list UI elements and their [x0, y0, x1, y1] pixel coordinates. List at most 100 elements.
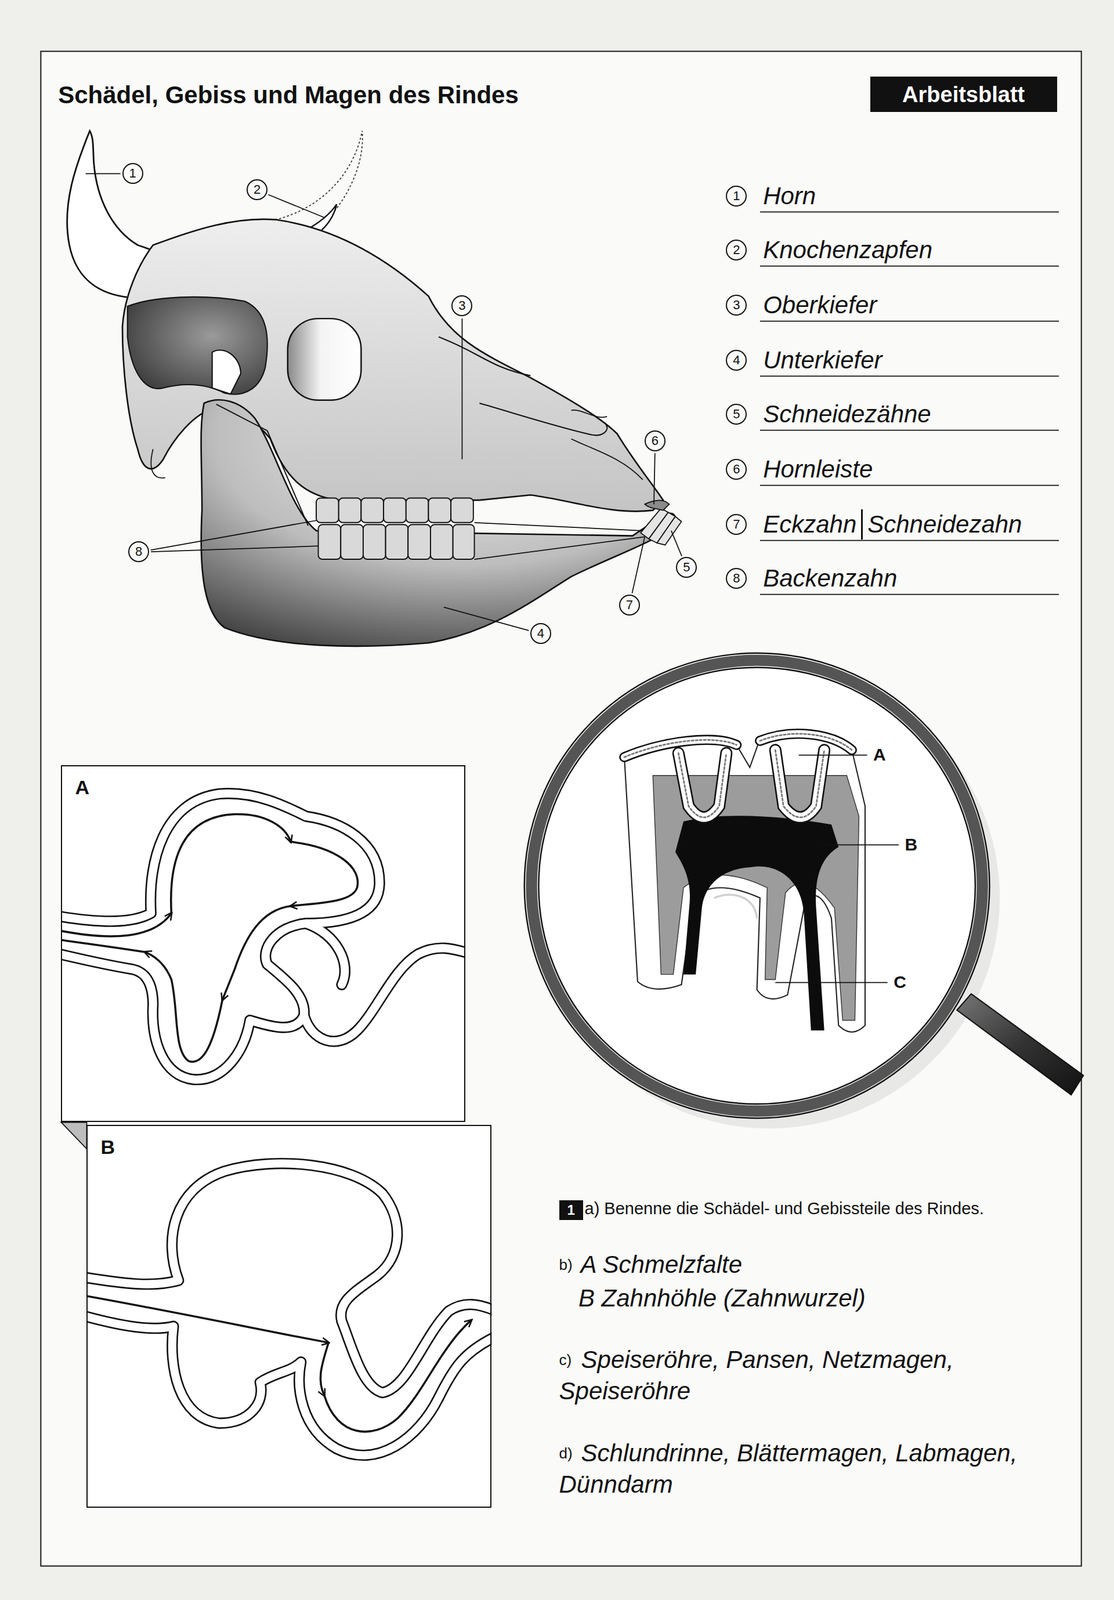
- stomach-wall-inner: [86, 1316, 492, 1456]
- lens-rim: [531, 660, 983, 1112]
- callout-number: 3: [451, 295, 473, 317]
- worksheet-title: Schädel, Gebiss und Magen des Rindes: [58, 80, 519, 111]
- molar: [428, 498, 451, 523]
- leader-line: [820, 844, 899, 846]
- subtask-letter: d): [559, 1441, 573, 1466]
- leader-line: [775, 982, 888, 984]
- answer-text: Eckzahn: [762, 509, 857, 540]
- incisor: [656, 516, 682, 545]
- mandible-ramus: [216, 404, 309, 526]
- flow-arrows: [86, 1296, 472, 1432]
- stomach-wall-inner: [305, 923, 345, 985]
- leader-line: [653, 453, 656, 505]
- flow-line: [60, 939, 145, 953]
- subtask-letter: c): [559, 1348, 573, 1372]
- stomach-panel: B: [86, 1125, 492, 1508]
- tooth-pulp: [675, 815, 839, 1031]
- callout-number: 4: [530, 623, 552, 645]
- molar: [340, 524, 364, 560]
- tooth-part-letter: C: [893, 971, 907, 993]
- molar: [406, 498, 429, 523]
- answer-text: Horn: [762, 181, 816, 212]
- panel-letter: A: [74, 776, 451, 799]
- answer-line: [760, 265, 1059, 267]
- stomach-wall-inner: [86, 1163, 492, 1394]
- stomach-wall-inner: [60, 793, 380, 1080]
- stomach-b: [86, 1163, 492, 1456]
- callout-number: 7: [619, 594, 640, 616]
- panel-ground: [86, 1125, 492, 1508]
- callout-number: 5: [725, 403, 747, 425]
- answer-text: Schlundrinne, Blättermagen, Labmagen, Dü…: [559, 1437, 1065, 1501]
- enamel-stipple: [678, 753, 727, 818]
- molar: [318, 524, 342, 560]
- leader-line: [268, 194, 325, 218]
- molar: [383, 498, 407, 523]
- flow-arrow: [320, 1342, 329, 1396]
- panel-letter: B: [100, 1136, 478, 1159]
- answer-text: A Schmelzfalte: [580, 1248, 743, 1282]
- answer-line: [760, 320, 1059, 323]
- eye-socket: [287, 318, 362, 401]
- answer-line: [760, 540, 1059, 542]
- answer-text: Schneidezähne: [762, 399, 932, 430]
- enamel-fold: [775, 750, 824, 818]
- leader-line: [461, 318, 464, 460]
- callout-number: 7: [725, 514, 747, 535]
- nasal-bone: [479, 403, 607, 436]
- page-frame: [40, 51, 1081, 1566]
- stomach-wall-inner: [304, 948, 466, 1042]
- tooth-part-letter: A: [873, 744, 886, 766]
- skull-suture: [438, 337, 531, 376]
- leader-line: [631, 536, 645, 593]
- molar: [363, 524, 386, 560]
- molar: [407, 524, 431, 560]
- stomach-a: [60, 793, 465, 1080]
- task-text: a) Benenne die Schädel- und Gebissteile …: [559, 1195, 1062, 1223]
- answer-line: [760, 429, 1059, 432]
- enamel-fold: [775, 750, 824, 818]
- answer-text: Hornleiste: [762, 454, 873, 485]
- leader-line: [671, 530, 682, 557]
- molar: [316, 498, 339, 523]
- callout-number: 2: [246, 179, 268, 201]
- molar: [450, 498, 474, 523]
- tooth-leader-lines: [775, 755, 899, 983]
- flow-arrow: [60, 913, 172, 937]
- flow-arrow: [324, 1320, 472, 1432]
- callout-number: 8: [128, 541, 150, 563]
- leader-line: [150, 520, 317, 551]
- horn-pad: [644, 500, 669, 511]
- subtask-letter: b): [559, 1253, 573, 1277]
- callout-number: 1: [122, 163, 144, 184]
- molar: [453, 524, 475, 560]
- leader-line: [150, 545, 318, 552]
- enamel-stipple: [760, 733, 852, 751]
- answer-text: B Zahnhöhle (Zahnwurzel): [578, 1282, 866, 1315]
- tooth-cementum: [624, 732, 866, 1033]
- tooth-dentine: [652, 775, 859, 1021]
- flow-arrows: [60, 814, 358, 1063]
- answer-text: Schneidezahn: [861, 509, 1022, 540]
- stomach-panel: A: [60, 765, 465, 1123]
- answer-lines: [760, 211, 1059, 595]
- page-fold: [60, 1122, 87, 1150]
- callout-number: 5: [675, 557, 697, 578]
- magnifier-handle: [956, 993, 1084, 1095]
- answer-line: [760, 211, 1059, 213]
- answer-text: Backenzahn: [762, 563, 898, 594]
- badge-label: Arbeitsblatt: [902, 83, 1025, 106]
- stomach-wall: [305, 923, 345, 985]
- skull-opening: [212, 350, 241, 395]
- tooth-detail: [714, 894, 758, 919]
- answer-text: Knochenzapfen: [762, 234, 933, 266]
- answer-text: Unterkiefer: [762, 345, 882, 376]
- flow-arrow: [222, 906, 291, 1001]
- enamel-fold: [678, 753, 727, 818]
- molar: [338, 498, 362, 523]
- flow-arrow: [145, 952, 223, 1062]
- task-number: 1: [567, 1203, 575, 1218]
- answer-line: [760, 594, 1059, 596]
- molar-row-upper: [316, 498, 474, 523]
- callout-number: 3: [725, 294, 747, 316]
